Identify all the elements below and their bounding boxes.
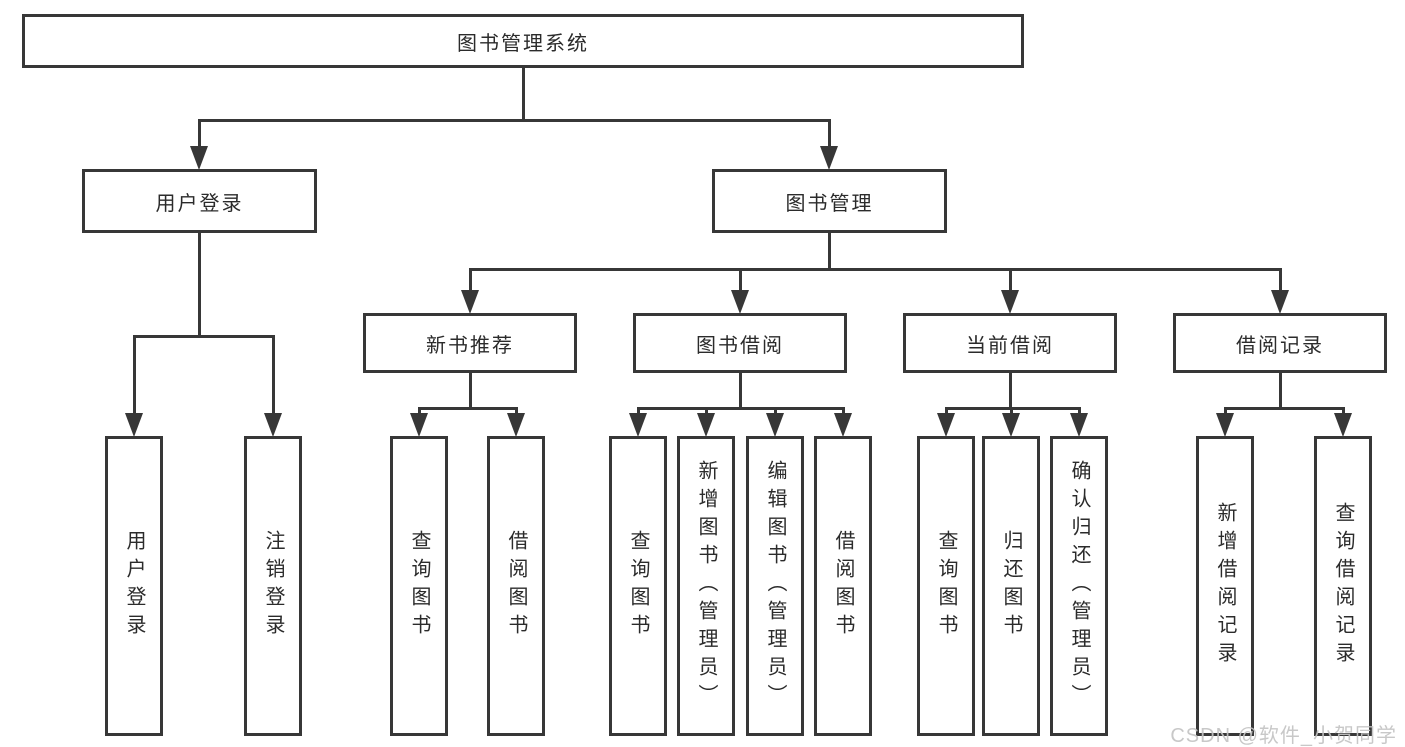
- arrowhead-down-icon: [1216, 413, 1234, 437]
- leaf-borrow-edit-book-admin-label: 编辑图书（管理员）: [764, 460, 786, 712]
- node-borrow-records: 借阅记录: [1173, 313, 1387, 373]
- arrowhead-down-icon: [937, 413, 955, 437]
- arrowhead-down-icon: [766, 413, 784, 437]
- leaf-borrow-edit-book-admin: 编辑图书（管理员）: [746, 436, 804, 736]
- node-book-borrow-label: 图书借阅: [696, 334, 784, 357]
- leaf-record-add: 新增借阅记录: [1196, 436, 1254, 736]
- leaf-record-add-label: 新增借阅记录: [1214, 502, 1236, 670]
- connector-arrow-shaft: [132, 335, 136, 417]
- leaf-newbook-query-label: 查询图书: [408, 530, 430, 642]
- leaf-record-query: 查询借阅记录: [1314, 436, 1372, 736]
- connector-arrow-shaft: [636, 407, 640, 417]
- connector-arrow-shaft: [704, 407, 708, 417]
- leaf-newbook-borrow: 借阅图书: [487, 436, 545, 736]
- leaf-borrow-book-label: 借阅图书: [832, 530, 854, 642]
- arrowhead-down-icon: [731, 290, 749, 314]
- connector-stem-line: [1278, 373, 1282, 409]
- connector-arrow-shaft: [827, 119, 831, 150]
- connector-arrow-shaft: [773, 407, 777, 417]
- node-book-management-label: 图书管理: [785, 192, 874, 215]
- connector-stem-line: [827, 233, 831, 270]
- leaf-current-confirm-return-admin-label: 确认归还（管理员）: [1068, 460, 1090, 712]
- connector-arrow-shaft: [1009, 407, 1013, 417]
- connector-arrow-shaft: [1008, 268, 1012, 294]
- leaf-logout: 注销登录: [244, 436, 302, 736]
- node-book-borrow: 图书借阅: [633, 313, 847, 373]
- node-current-borrow-label: 当前借阅: [966, 334, 1054, 357]
- node-user-login: 用户登录: [82, 169, 317, 233]
- arrowhead-down-icon: [1070, 413, 1088, 437]
- connector-arrow-shaft: [417, 407, 421, 417]
- connector-bus-line: [417, 407, 518, 410]
- connector-arrow-shaft: [944, 407, 948, 417]
- node-borrow-records-label: 借阅记录: [1236, 334, 1324, 357]
- connector-bus-line: [197, 119, 831, 122]
- leaf-borrow-book: 借阅图书: [814, 436, 872, 736]
- arrowhead-down-icon: [1271, 290, 1289, 314]
- connector-arrow-shaft: [514, 407, 518, 417]
- connector-arrow-shaft: [841, 407, 845, 417]
- leaf-record-query-label: 查询借阅记录: [1332, 502, 1354, 670]
- leaf-current-query: 查询图书: [917, 436, 975, 736]
- connector-arrow-shaft: [468, 268, 472, 294]
- leaf-user-login-label: 用户登录: [123, 530, 145, 642]
- node-current-borrow: 当前借阅: [903, 313, 1117, 373]
- leaf-current-query-label: 查询图书: [935, 530, 957, 642]
- node-book-management: 图书管理: [712, 169, 947, 233]
- node-root-label: 图书管理系统: [457, 32, 589, 55]
- connector-arrow-shaft: [197, 119, 201, 150]
- arrowhead-down-icon: [1001, 290, 1019, 314]
- leaf-current-confirm-return-admin: 确认归还（管理员）: [1050, 436, 1108, 736]
- connector-arrow-shaft: [1223, 407, 1227, 417]
- leaf-logout-label: 注销登录: [262, 530, 284, 642]
- arrowhead-down-icon: [190, 146, 208, 170]
- node-root-system: 图书管理系统: [22, 14, 1024, 68]
- connector-stem-line: [468, 373, 472, 409]
- arrowhead-down-icon: [629, 413, 647, 437]
- arrowhead-down-icon: [820, 146, 838, 170]
- node-user-login-label: 用户登录: [155, 192, 244, 215]
- arrowhead-down-icon: [697, 413, 715, 437]
- connector-bus-line: [636, 407, 845, 410]
- node-new-book-recommend-label: 新书推荐: [426, 334, 514, 357]
- arrowhead-down-icon: [125, 413, 143, 437]
- arrowhead-down-icon: [1334, 413, 1352, 437]
- node-new-book-recommend: 新书推荐: [363, 313, 577, 373]
- leaf-newbook-borrow-label: 借阅图书: [505, 530, 527, 642]
- arrowhead-down-icon: [264, 413, 282, 437]
- connector-arrow-shaft: [1278, 268, 1282, 294]
- connector-arrow-shaft: [1341, 407, 1345, 417]
- connector-bus-line: [468, 268, 1282, 271]
- leaf-borrow-add-book-admin-label: 新增图书（管理员）: [695, 460, 717, 712]
- arrowhead-down-icon: [410, 413, 428, 437]
- arrowhead-down-icon: [461, 290, 479, 314]
- connector-stem-line: [197, 233, 201, 337]
- leaf-borrow-query: 查询图书: [609, 436, 667, 736]
- arrowhead-down-icon: [507, 413, 525, 437]
- leaf-current-return-label: 归还图书: [1000, 530, 1022, 642]
- connector-bus-line: [132, 335, 275, 338]
- leaf-borrow-add-book-admin: 新增图书（管理员）: [677, 436, 735, 736]
- arrowhead-down-icon: [1002, 413, 1020, 437]
- connector-stem-line: [521, 68, 525, 121]
- connector-bus-line: [1223, 407, 1345, 410]
- arrowhead-down-icon: [834, 413, 852, 437]
- connector-stem-line: [738, 373, 742, 409]
- connector-arrow-shaft: [738, 268, 742, 294]
- watermark-text: CSDN @软件_小贺同学: [1170, 725, 1397, 747]
- leaf-borrow-query-label: 查询图书: [627, 530, 649, 642]
- connector-arrow-shaft: [271, 335, 275, 417]
- connector-arrow-shaft: [1077, 407, 1081, 417]
- connector-stem-line: [1008, 373, 1012, 409]
- leaf-user-login: 用户登录: [105, 436, 163, 736]
- leaf-newbook-query: 查询图书: [390, 436, 448, 736]
- connector-bus-line: [944, 407, 1081, 410]
- leaf-current-return: 归还图书: [982, 436, 1040, 736]
